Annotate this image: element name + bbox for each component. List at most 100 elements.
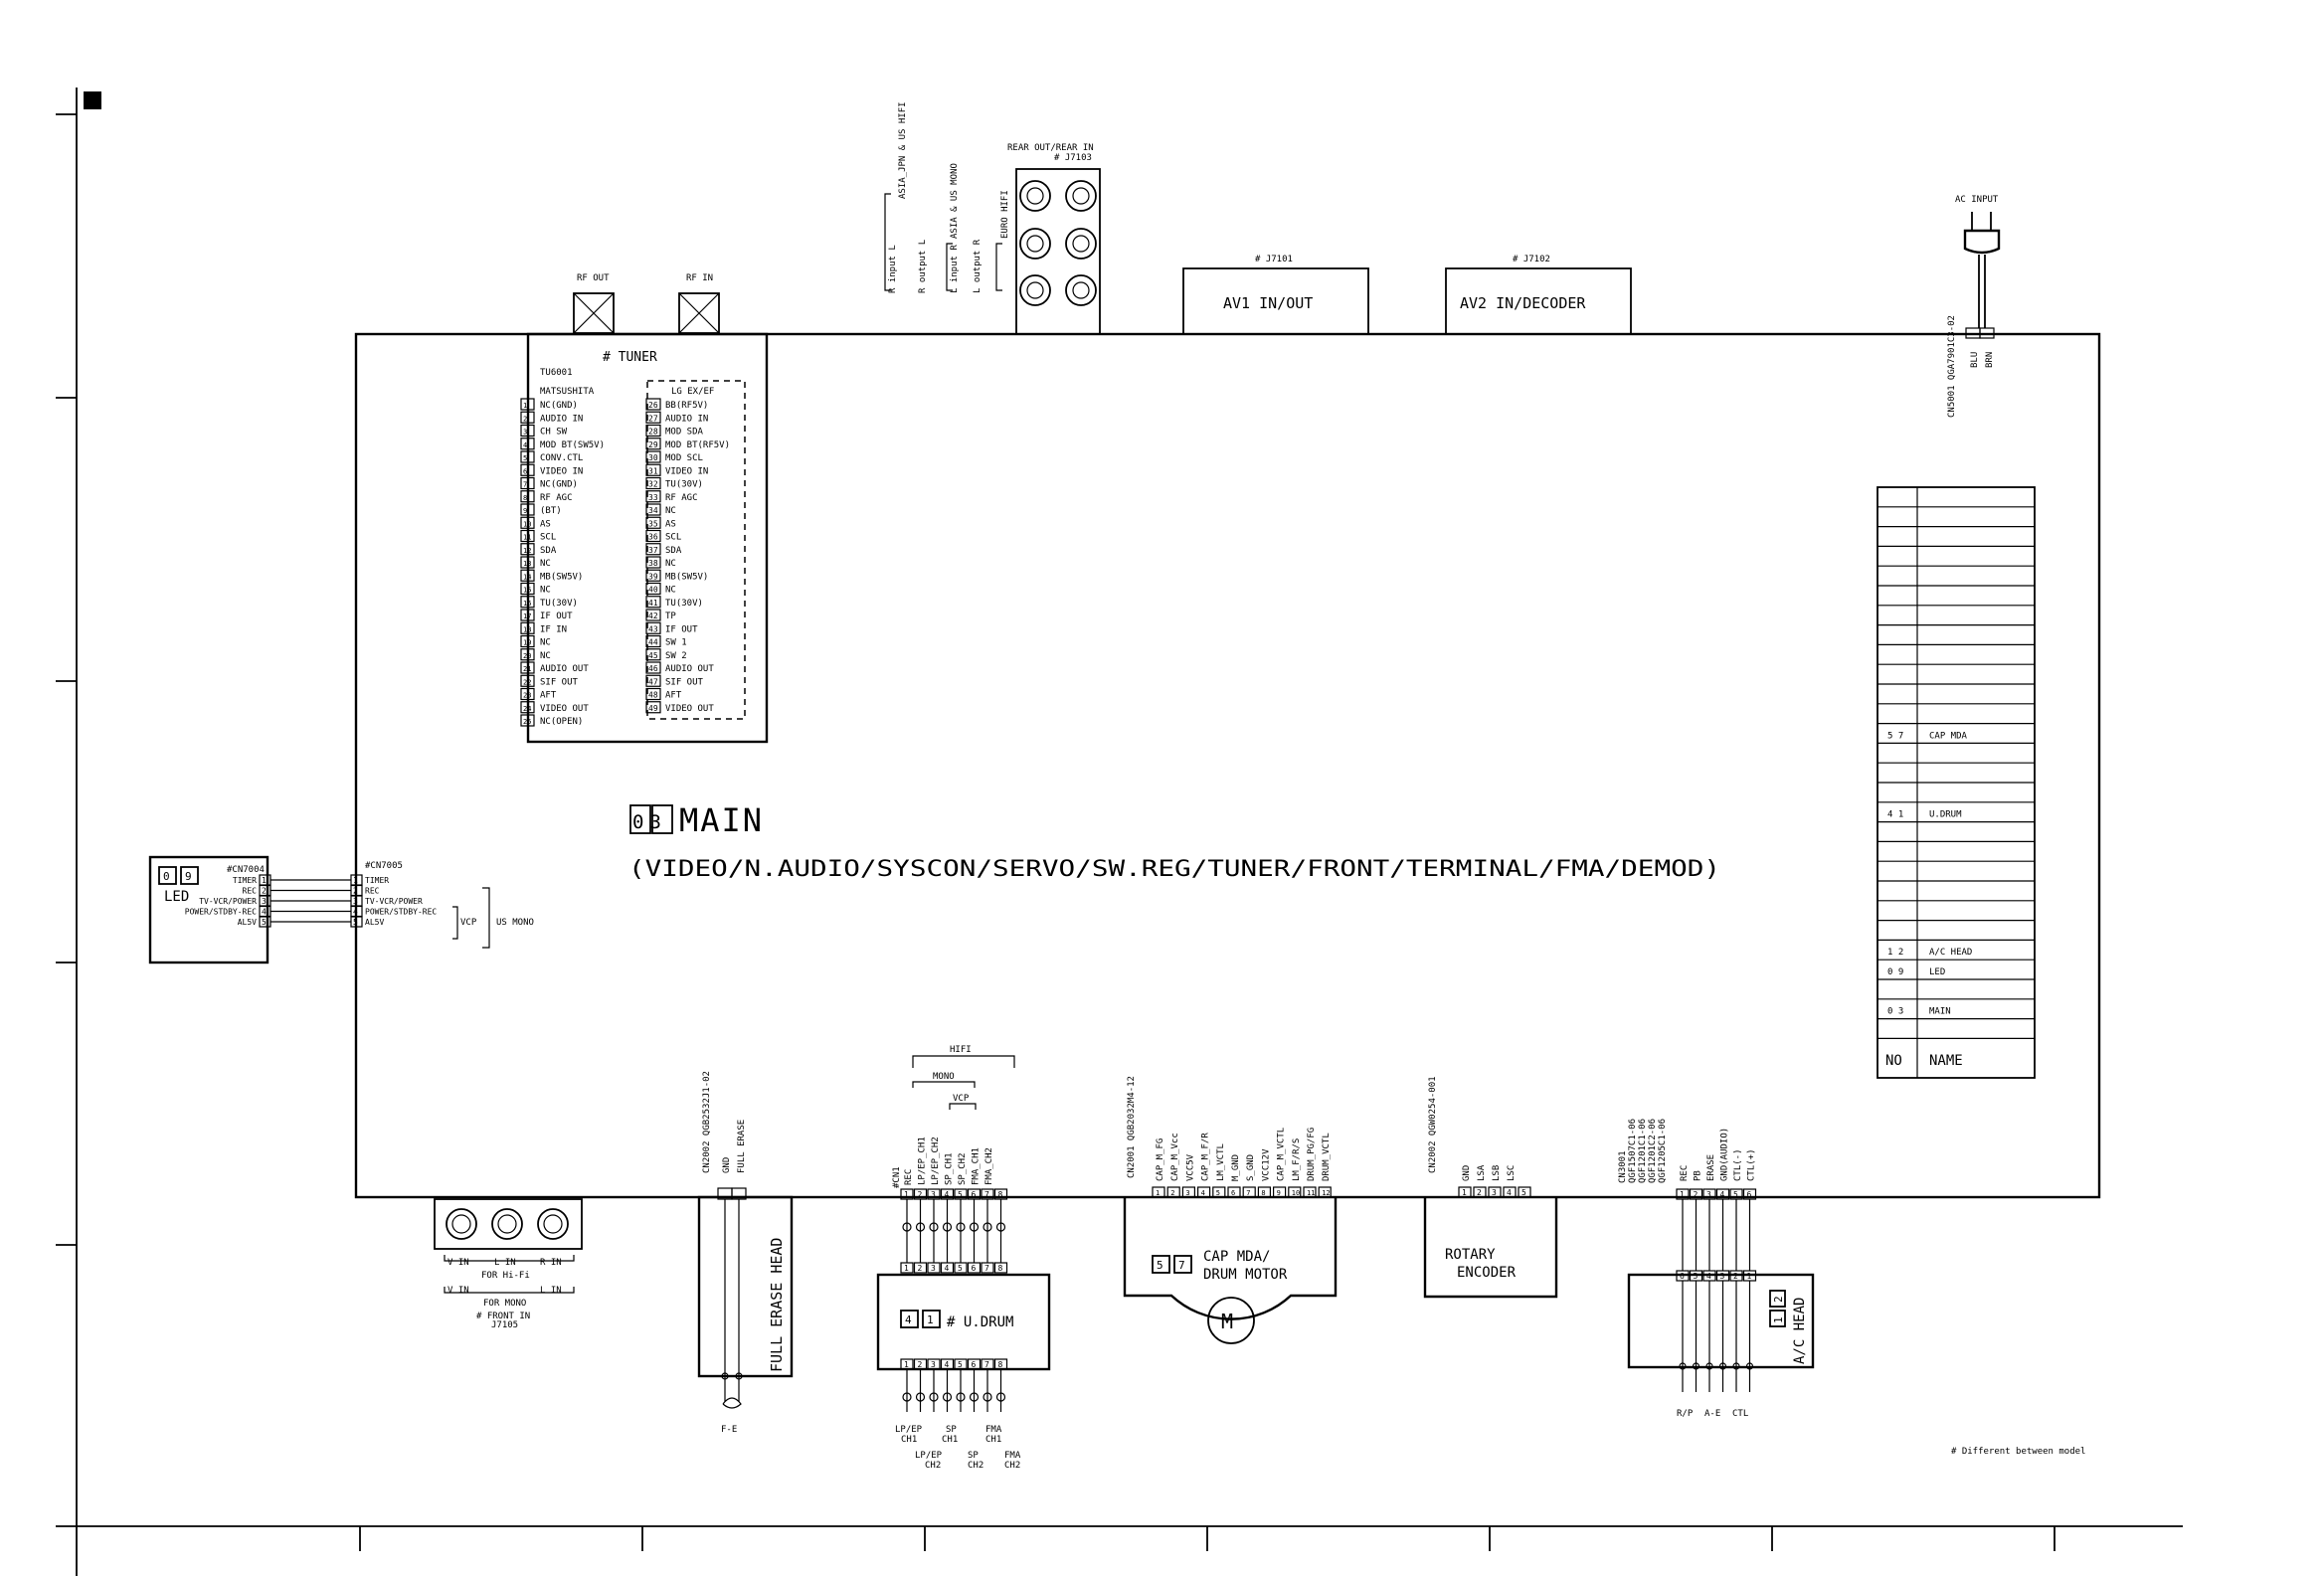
tuner-right-pin-18-box	[645, 634, 661, 648]
udrum-mid-pin-box-4	[954, 1262, 968, 1274]
udrum-mid-pin-num-6: 7	[984, 1264, 989, 1273]
achead-mid-pin-num-2: 4	[1706, 1272, 1711, 1281]
udrum-head-coil-5	[969, 1392, 980, 1402]
tuner-right-pin-15-num: 41	[648, 599, 658, 608]
tuner-right-pin-14-num: 40	[648, 586, 658, 595]
ac-pin-brn: BRN	[1985, 352, 1995, 368]
udrum-code-0: 4	[905, 1313, 912, 1326]
tuner-right-pin-label-15: TU(30V)	[665, 599, 703, 609]
tuner-right-pin-13-num: 39	[648, 572, 658, 581]
tuner-right-pin-10-num: 36	[648, 533, 658, 542]
tuner-right-pin-label-10: SCL	[665, 533, 681, 543]
achead-pin-label-4: CTL(-)	[1733, 1148, 1743, 1181]
rotary-pin-box-0	[1458, 1186, 1472, 1198]
tuner-left-pin-13-num: 14	[523, 573, 531, 581]
cap-pin-label-2: VCC5V	[1185, 1153, 1195, 1181]
tuner-right-pin-9-num: 35	[648, 519, 658, 528]
tuner-right-pin-19-box	[645, 648, 661, 661]
cap-pin-label-7: VCC12V	[1261, 1148, 1271, 1181]
tuner-right-pin-14-box	[645, 582, 661, 596]
tuner-right-pin-label-6: TU(30V)	[665, 480, 703, 490]
rf-out-label: RF OUT	[577, 273, 610, 283]
rotary-pin-num-1: 2	[1477, 1188, 1482, 1197]
tuner-left-pin-label-15: TU(30V)	[540, 599, 578, 609]
tuner-right-pin-label-23: VIDEO OUT	[665, 704, 714, 714]
output-r-label: R output L	[918, 240, 928, 293]
tuner-right-pin-label-19: SW 2	[665, 651, 687, 661]
udrum-top-pin-num-7: 8	[998, 1190, 1003, 1199]
achead-top-pin-num-3: 4	[1720, 1190, 1725, 1199]
udrum-vcp: VCP	[953, 1094, 970, 1104]
front-vin: V IN	[447, 1258, 469, 1268]
tuner-right-pin-label-16: TP	[665, 612, 676, 621]
page-frame	[56, 88, 2183, 1576]
udrum-bl-0: LP/EP	[915, 1451, 943, 1461]
table-row-no-23: 1 2	[1887, 948, 1903, 958]
tuner-right-pin-20-box	[645, 661, 661, 674]
tuner-right-pin-label-13: MB(SW5V)	[665, 572, 708, 582]
cap-pin-box-7	[1257, 1186, 1272, 1198]
udrum-head-coil-1	[915, 1392, 926, 1402]
udrum-bot-pin-num-0: 1	[904, 1360, 909, 1369]
tuner-left-pin-7-box	[520, 490, 535, 503]
fe-pin-full-erase: FULL ERASE	[737, 1120, 747, 1173]
udrum-mid-pin-box-6	[981, 1262, 994, 1274]
tuner-left-pin-4-box	[520, 450, 535, 463]
tuner-left-pin-16-num: 17	[523, 613, 531, 620]
tuner-right-pin-label-12: NC	[665, 559, 676, 569]
achead-code-0: 1	[1772, 1316, 1785, 1323]
tuner-left-pin-label-12: NC	[540, 559, 551, 569]
led-left-label-4: AL5V	[238, 918, 257, 927]
tuner-left-pin-17-num: 18	[523, 625, 531, 633]
udrum-mid-pin-num-1: 2	[918, 1264, 923, 1273]
led-right-label-1: REC	[365, 887, 380, 896]
tuner-left-pin-label-8: (BT)	[540, 506, 562, 516]
tuner-right-pin-label-5: VIDEO IN	[665, 466, 708, 476]
achead-pin-label-1: PB	[1694, 1170, 1703, 1181]
led-left-label-0: TIMER	[233, 876, 257, 885]
tuner-left-pin-label-14: NC	[540, 586, 551, 596]
cap-pin-num-10: 11	[1307, 1189, 1315, 1197]
tuner-part: TU6001	[540, 368, 573, 378]
tuner-left-pin-23-num: 24	[523, 705, 531, 713]
tuner-right-pin-label-20: AUDIO OUT	[665, 664, 714, 674]
cap-pin-box-11	[1318, 1186, 1332, 1198]
tuner-left-pin-label-4: CONV.CTL	[540, 453, 583, 463]
udrum-bl2-0: CH2	[925, 1461, 941, 1471]
table-row-no-16: 4 1	[1887, 810, 1903, 820]
cap-pin-label-9: LM_F/R/S	[1292, 1138, 1302, 1181]
tuner-left-pin-label-13: MB(SW5V)	[540, 572, 583, 582]
rf-connectors: RF OUT RF IN	[573, 273, 720, 334]
udrum-top-pin-num-3: 4	[945, 1190, 950, 1199]
rotary-pin-label-1: LSA	[1477, 1164, 1487, 1181]
udrum-mid-pin-num-2: 3	[931, 1264, 936, 1273]
tuner-right-pin-23-box	[645, 701, 661, 714]
tuner-right-pin-8-box	[645, 503, 661, 516]
av-connectors: # J7101 AV1 IN/OUT # J7102 AV2 IN/DECODE…	[1182, 255, 1632, 335]
tuner-right-pin-4-num: 30	[648, 453, 658, 462]
udrum-mid-pin-box-2	[927, 1262, 941, 1274]
udrum-head-coil-4	[956, 1392, 966, 1402]
achead-top-pin-num-4: 5	[1733, 1190, 1738, 1199]
rotary-pin-box-4	[1518, 1186, 1531, 1198]
led-left-label-3: POWER/STDBY-REC	[185, 908, 257, 917]
udrum-bt-2: FMA	[985, 1425, 1002, 1435]
rotary-pin-num-2: 3	[1492, 1188, 1497, 1197]
cap-pin-num-4: 5	[1216, 1189, 1220, 1197]
udrum-name: # U.DRUM	[947, 1314, 1013, 1330]
rotary-name2: ENCODER	[1457, 1265, 1517, 1281]
rotary-pin-num-0: 1	[1462, 1188, 1467, 1197]
tuner-right-header: LG EX/EF	[671, 387, 714, 397]
cap-pin-box-0	[1152, 1186, 1165, 1198]
tuner-right-pin-8-num: 34	[648, 506, 658, 515]
tuner-left-pin-21-box	[520, 674, 535, 687]
table-row-no-24: 0 9	[1887, 967, 1903, 977]
cap-pin-num-9: 10	[1292, 1189, 1300, 1197]
cap-pin-label-3: CAP_M_F/R	[1201, 1133, 1211, 1181]
cap-pin-box-8	[1272, 1186, 1287, 1198]
tuner-right-pin-7-num: 33	[648, 493, 658, 502]
led-left-pin-0-num: 1	[262, 876, 267, 885]
tuner-left-pin-label-0: NC(GND)	[540, 401, 578, 411]
led-code-0: 0	[163, 870, 170, 883]
